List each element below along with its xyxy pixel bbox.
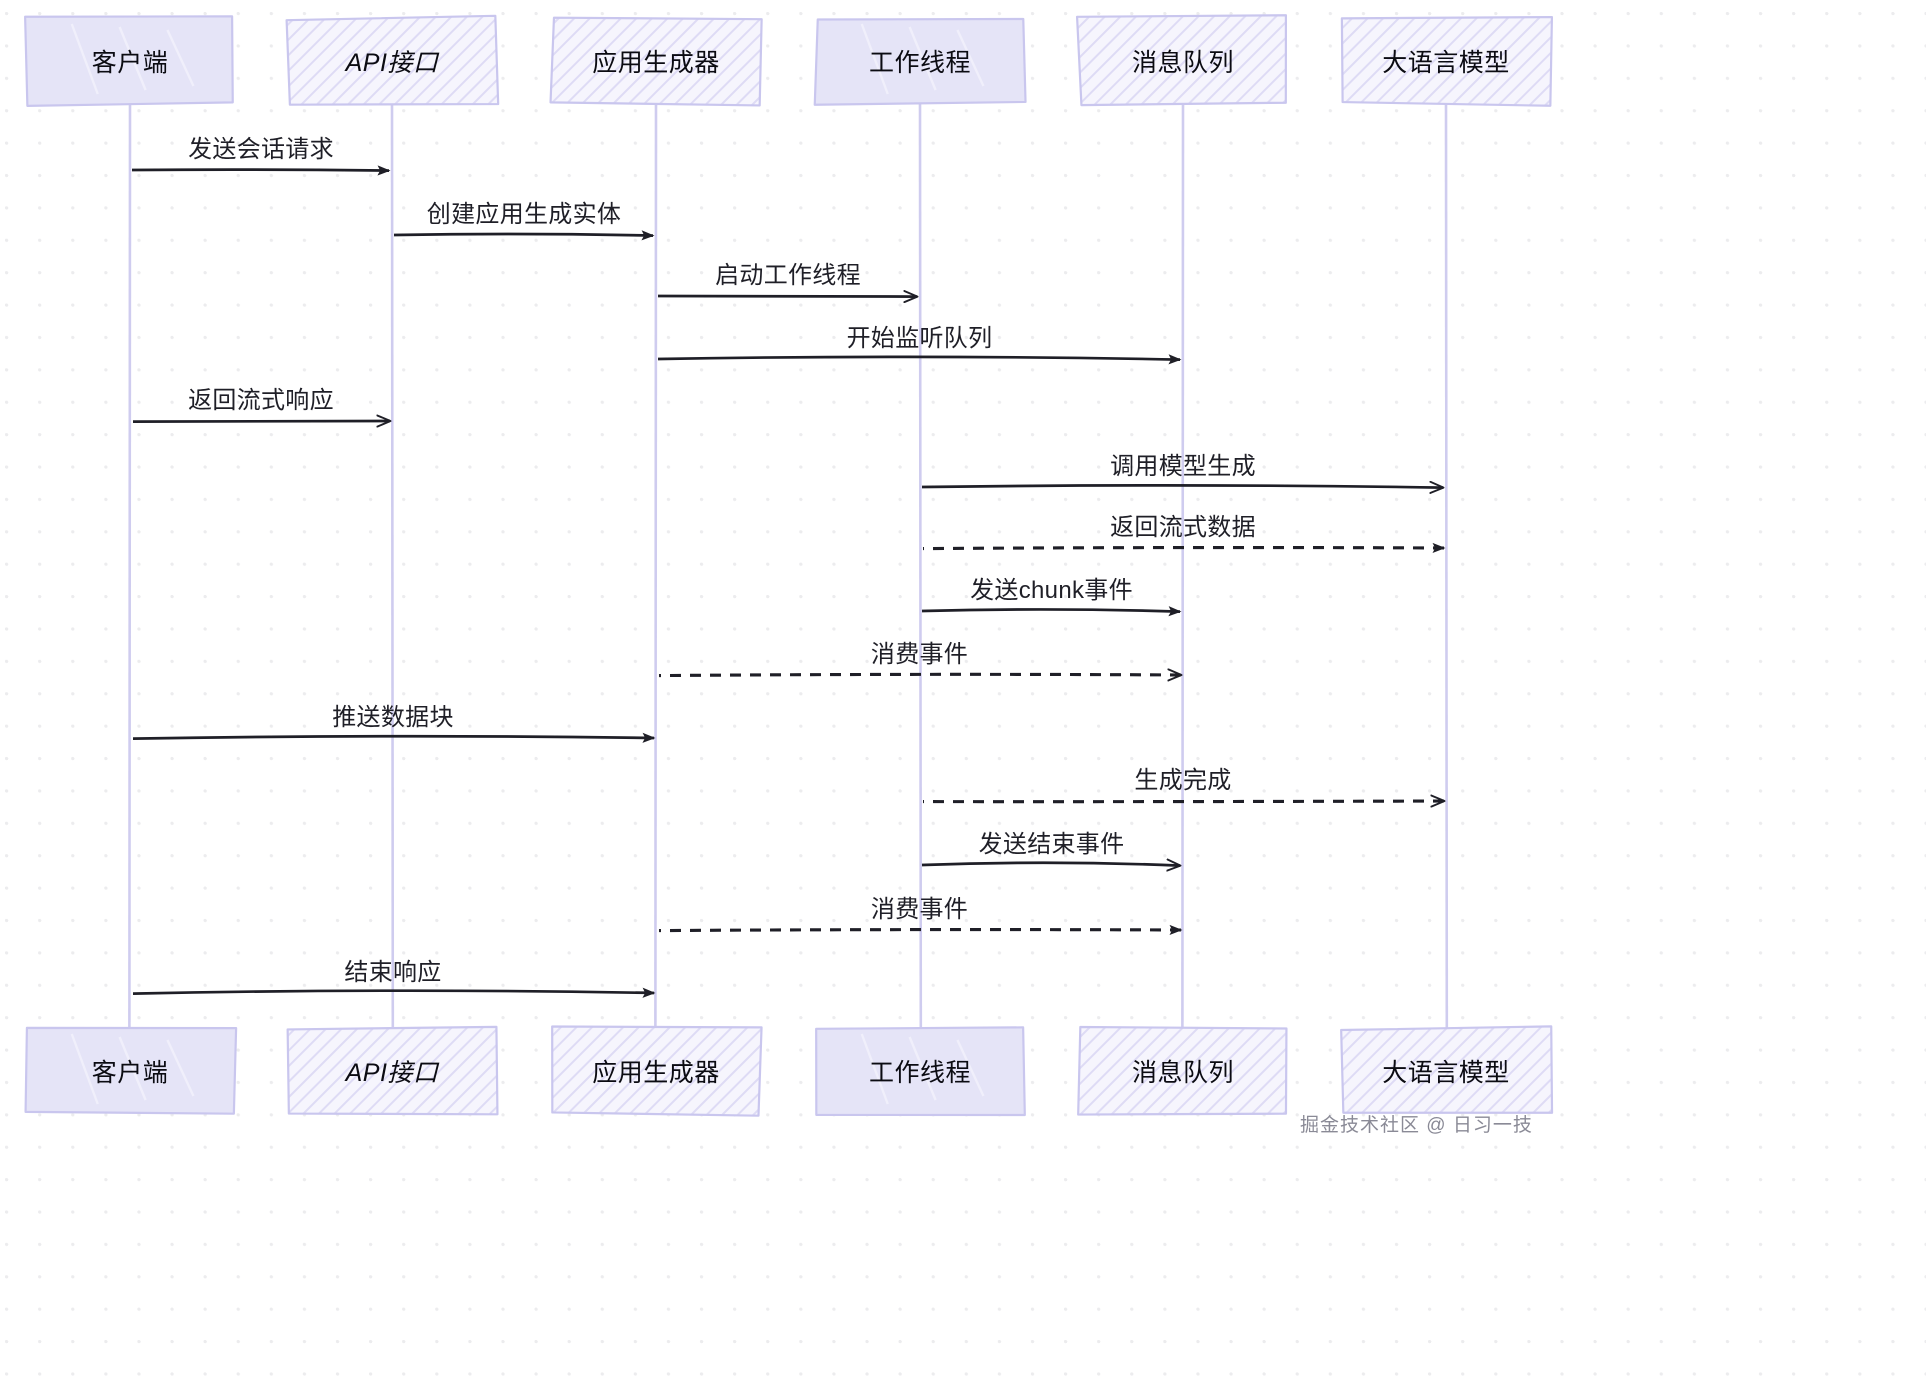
message-arrow-3 [657,296,917,297]
actor-box-sketch-stroke [70,1033,99,1105]
actor-box-shape [285,14,500,106]
watermark: 掘金技术社区 @ 日习一技 [1300,1115,1533,1136]
message-label-11: 生成完成 [1134,767,1232,794]
message-label-6: 调用模型生成 [1110,453,1256,480]
message-arrow-1 [131,165,391,176]
actor-box-api-top[interactable] [285,14,500,106]
actor-box-shape [24,1026,238,1115]
actor-box-appgen-top[interactable] [549,16,763,107]
actor-box-api-bottom[interactable] [286,1025,499,1116]
message-arrow-13 [658,924,1183,936]
message-arrow-7 [922,542,1446,554]
actor-box-worker-top[interactable] [813,17,1027,106]
message-arrow-14 [132,987,656,998]
message-label-2: 创建应用生成实体 [426,201,622,228]
actor-box-client-top[interactable] [24,15,234,108]
lifelines-layer [128,103,1449,1029]
actor-box-shape [1075,14,1288,107]
actor-box-shape [1340,15,1554,107]
message-arrow-5 [132,421,390,422]
lifeline-worker [918,103,923,1029]
message-label-12: 发送结束事件 [978,831,1125,858]
message-arrow-2 [393,230,655,241]
actor-box-appgen-bottom[interactable] [551,1025,763,1117]
actor-box-shape [813,17,1027,106]
actor-box-sketch-stroke [166,1039,195,1097]
actor-box-shape [549,16,763,107]
actor-boxes-top-layer [24,14,1554,108]
actor-box-queue-bottom[interactable] [1077,1025,1288,1116]
actor-box-shape [1340,1025,1554,1114]
actor-box-shape [1077,1025,1288,1116]
message-label-3: 启动工作线程 [715,262,861,289]
message-label-7: 返回流式数据 [1110,514,1256,541]
actor-box-llm-bottom[interactable] [1340,1025,1554,1114]
actor-box-shape [815,1026,1026,1117]
message-arrows-layer [131,165,1446,998]
message-arrow-10 [132,732,656,743]
actor-box-llm-top[interactable] [1340,15,1554,107]
actor-box-sketch-stroke [956,1039,985,1097]
actor-box-sketch-stroke [118,26,147,91]
actor-box-sketch-stroke [166,29,195,87]
message-label-9: 消费事件 [870,641,969,668]
lifeline-llm [1444,103,1449,1029]
actor-box-sketch-stroke [118,1036,147,1101]
actor-box-shape [551,1025,763,1117]
message-label-8: 发送chunk事件 [970,577,1133,604]
message-label-1: 发送会话请求 [188,136,334,163]
actor-box-sketch-stroke [70,23,99,95]
actor-box-sketch-stroke [860,1033,889,1105]
message-label-4: 开始监听队列 [846,325,993,352]
message-label-5: 返回流式响应 [188,387,334,414]
actor-box-sketch-stroke [908,1036,937,1101]
message-arrow-4 [657,354,1182,365]
message-arrow-8 [921,606,1182,617]
actor-box-sketch-stroke [908,26,937,91]
actor-box-client-bottom[interactable] [24,1026,238,1115]
lifeline-api [390,103,395,1029]
actor-box-sketch-stroke [860,23,889,95]
lifeline-appgen [654,103,658,1029]
actor-box-sketch-stroke [956,29,985,87]
message-arrow-12 [921,863,1180,866]
message-arrow-6 [921,485,1443,487]
message-label-10: 推送数据块 [332,704,454,731]
actor-box-shape [24,15,234,108]
lifeline-queue [1181,103,1185,1029]
message-arrow-9 [658,674,1181,675]
actor-box-queue-top[interactable] [1075,14,1288,107]
message-arrow-11 [922,801,1444,802]
actor-boxes-bottom-layer [24,1025,1554,1117]
actor-box-shape [286,1025,499,1116]
message-label-14: 结束响应 [344,959,442,986]
actor-box-worker-bottom[interactable] [815,1026,1026,1117]
message-label-13: 消费事件 [870,896,969,923]
lifeline-client [128,103,132,1029]
